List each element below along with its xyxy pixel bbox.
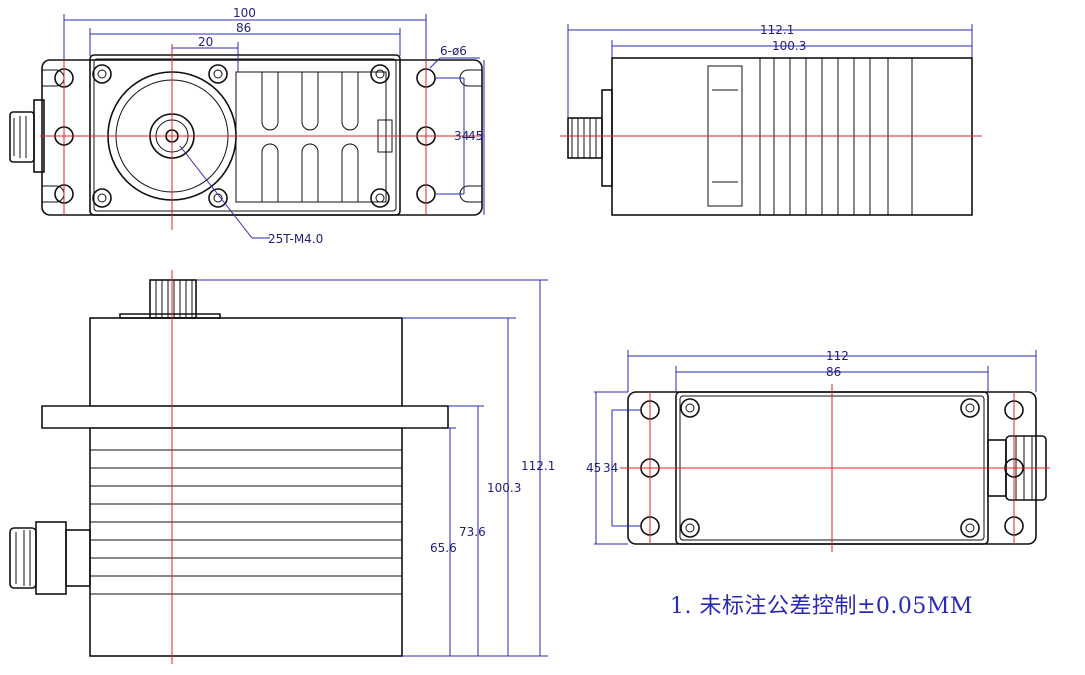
dim-side-total: 112.1 <box>760 23 794 37</box>
dim-bottom-height-small: 34 <box>603 461 618 475</box>
dim-front-base: 65.6 <box>430 541 457 555</box>
dim-side-body: 100.3 <box>772 39 806 53</box>
side-spline <box>567 117 603 159</box>
dim-holes: 6-ø6 <box>440 44 467 58</box>
front-lower-case <box>89 427 403 657</box>
front-top-case <box>89 317 403 407</box>
body-screws <box>92 64 390 208</box>
front-cable-gland <box>9 521 91 595</box>
front-fins <box>90 449 402 595</box>
tolerance-note: 1. 未标注公差控制±0.05MM <box>670 594 973 619</box>
dim-height-large: 45 <box>468 129 483 143</box>
dim-width-inner: 86 <box>236 21 251 35</box>
dim-bottom-inner: 86 <box>826 365 841 379</box>
heatsink-fins <box>235 71 393 203</box>
cable-gland-left <box>9 99 45 173</box>
dim-bottom-height-large: 45 <box>586 461 601 475</box>
dim-front-body: 100.3 <box>487 481 521 495</box>
dim-height-small: 34 <box>454 129 469 143</box>
dim-front-flange: 73.6 <box>459 525 486 539</box>
top-body <box>89 54 401 216</box>
front-flange-right <box>402 405 449 429</box>
dim-width-total: 100 <box>233 6 256 20</box>
top-view: 100 86 20 6-ø6 34 45 25T-M4.0 <box>9 6 485 246</box>
side-top-view: 112.1 100.3 <box>560 23 982 216</box>
bottom-view: 112 86 45 34 <box>586 349 1050 552</box>
dim-front-total: 112.1 <box>521 459 555 473</box>
dim-bottom-total: 112 <box>826 349 849 363</box>
front-flange-left <box>41 405 90 429</box>
front-spline <box>149 279 197 319</box>
dim-offset: 20 <box>198 35 213 49</box>
spline-leader <box>179 145 253 239</box>
front-view: 112.1 100.3 73.6 65.6 <box>9 270 555 664</box>
spline-label: 25T-M4.0 <box>268 232 323 246</box>
